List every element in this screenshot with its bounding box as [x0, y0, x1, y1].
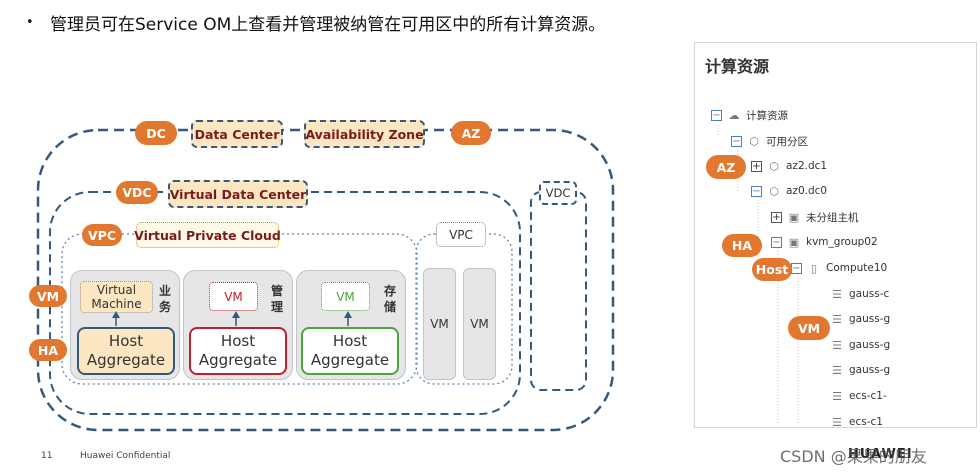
collapse-toggle-icon[interactable]: − [771, 236, 782, 248]
tree-row[interactable]: − ▣ kvm_group02 [771, 232, 878, 252]
host-aggregate-box: Host Aggregate [77, 327, 175, 375]
vpc-frame [61, 233, 418, 385]
vm-box-storage: VM [321, 282, 370, 311]
vm-label: VM [224, 289, 243, 304]
host-aggregate-box: Host Aggregate [301, 327, 399, 375]
arrow-head-icon [112, 311, 120, 318]
virtual-data-center-label: Virtual Data Center [168, 180, 308, 208]
side-label-business: 业务 [158, 284, 171, 314]
arrow-head-icon [344, 311, 352, 318]
tree-row[interactable]: − ☁ 计算资源 [711, 105, 788, 125]
vm-icon: ☰ [832, 389, 842, 403]
collapse-toggle-icon[interactable]: − [791, 262, 802, 274]
host-aggregate-box: Host Aggregate [189, 327, 287, 375]
panel-vm-tag: VM [788, 316, 830, 340]
dc-tag: DC [135, 121, 177, 145]
virtual-machine-box: Virtual Machine [80, 281, 153, 313]
tree-row[interactable]: − ⬡ 可用分区 [731, 131, 808, 151]
expand-toggle-icon[interactable]: + [751, 160, 762, 172]
data-center-label: Data Center [191, 120, 283, 148]
tree-row-label: 计算资源 [746, 109, 788, 122]
tree-row-label: az0.dc0 [786, 185, 828, 197]
vm-icon: ☰ [832, 415, 842, 428]
tree-row[interactable]: ☰ gauss-c [831, 284, 889, 304]
zone-icon: ⬡ [749, 134, 759, 148]
vm-side-tag: VM [29, 285, 67, 307]
vm-label: VM [336, 289, 355, 304]
vm-line1: Virtual [96, 283, 137, 297]
tree-row[interactable]: ☰ ecs-c1 [831, 412, 883, 428]
availability-zone-label: Availability Zone [304, 120, 425, 148]
vm-column: VM [463, 268, 496, 380]
vdc-right-frame [530, 191, 587, 391]
vdc-tag: VDC [116, 181, 158, 204]
host-line2: Aggregate [198, 351, 278, 369]
tree-row[interactable]: ☰ gauss-g [831, 360, 890, 380]
host-line2: Aggregate [86, 351, 166, 369]
tree-row-label: 未分组主机 [806, 211, 859, 224]
csdn-watermark: CSDN @果果的朋友 [780, 447, 927, 466]
tree-row-label: gauss-c [849, 288, 890, 300]
vm-icon: ☰ [832, 338, 842, 352]
huawei-logo-text: HUAWEI [848, 447, 913, 462]
tree-row[interactable]: − ▯ Compute10 [791, 258, 887, 278]
collapse-toggle-icon[interactable]: − [751, 185, 762, 197]
confidential-label: Huawei Confidential [80, 451, 171, 461]
tree-row[interactable]: ☰ gauss-g [831, 309, 890, 329]
host-group-icon: ▣ [788, 210, 800, 224]
host-line1: Host [332, 332, 368, 350]
headline-text: 管理员可在Service OM上查看并管理被纳管在可用区中的所有计算资源。 [50, 15, 606, 35]
tree-row[interactable]: + ⬡ az2.dc1 [751, 156, 827, 176]
ha-side-tag: HA [29, 339, 67, 361]
collapse-toggle-icon[interactable]: − [731, 135, 742, 147]
host-group-icon: ▣ [788, 235, 800, 249]
vm-icon: ☰ [832, 363, 842, 377]
zone-icon: ⬡ [769, 159, 779, 173]
tree-row-label: gauss-g [849, 364, 891, 376]
vm-column: VM [423, 268, 456, 380]
host-line1: Host [220, 332, 256, 350]
server-icon: ▯ [810, 261, 818, 275]
cloud-icon: ☁ [728, 108, 740, 122]
host-line1: Host [108, 332, 144, 350]
az-tag: AZ [451, 121, 491, 145]
vm-icon: ☰ [832, 312, 842, 326]
tree-row-label: gauss-g [849, 313, 891, 325]
tree-row-label: kvm_group02 [806, 236, 878, 248]
tree-row-label: ecs-c1 [849, 416, 883, 428]
arrows [112, 311, 352, 326]
zone-icon: ⬡ [769, 184, 779, 198]
expand-toggle-icon[interactable]: + [771, 211, 782, 223]
panel-title: 计算资源 [705, 57, 770, 76]
collapse-toggle-icon[interactable]: − [711, 109, 722, 121]
tree-row-label: 可用分区 [766, 135, 808, 148]
tree-row-label: az2.dc1 [786, 160, 828, 172]
tree-row-label: ecs-c1- [849, 390, 887, 402]
vdc-right-label: VDC [539, 181, 577, 205]
tree-row[interactable]: + ▣ 未分组主机 [771, 207, 859, 227]
page-number: 11 [41, 451, 53, 461]
compute-resource-panel: 计算资源 − ☁ 计算资源 − ⬡ 可用分区 + ⬡ az2.dc1 − ⬡ a… [694, 42, 977, 428]
vm-icon: ☰ [832, 287, 842, 301]
panel-host-tag: Host [752, 258, 792, 281]
tree-row-label: Compute10 [826, 262, 888, 274]
vm-box-management: VM [209, 282, 258, 311]
vm-line2: Machine [91, 297, 142, 311]
bullet-icon: • [26, 15, 34, 30]
tree-row[interactable]: ☰ ecs-c1- [831, 386, 887, 406]
tree-row[interactable]: − ⬡ az0.dc0 [751, 181, 827, 201]
tree-row-label: gauss-g [849, 339, 891, 351]
virtual-private-cloud-label: Virtual Private Cloud [134, 222, 281, 248]
vpc-tag: VPC [82, 224, 122, 246]
side-label-management: 管理 [270, 284, 283, 314]
arrow-head-icon [232, 311, 240, 318]
tree-row[interactable]: ☰ gauss-g [831, 335, 890, 355]
vpc-right-label: VPC [436, 222, 486, 247]
side-label-storage: 存储 [383, 284, 396, 314]
panel-ha-tag: HA [722, 234, 762, 257]
host-line2: Aggregate [310, 351, 390, 369]
panel-az-tag: AZ [706, 155, 746, 179]
